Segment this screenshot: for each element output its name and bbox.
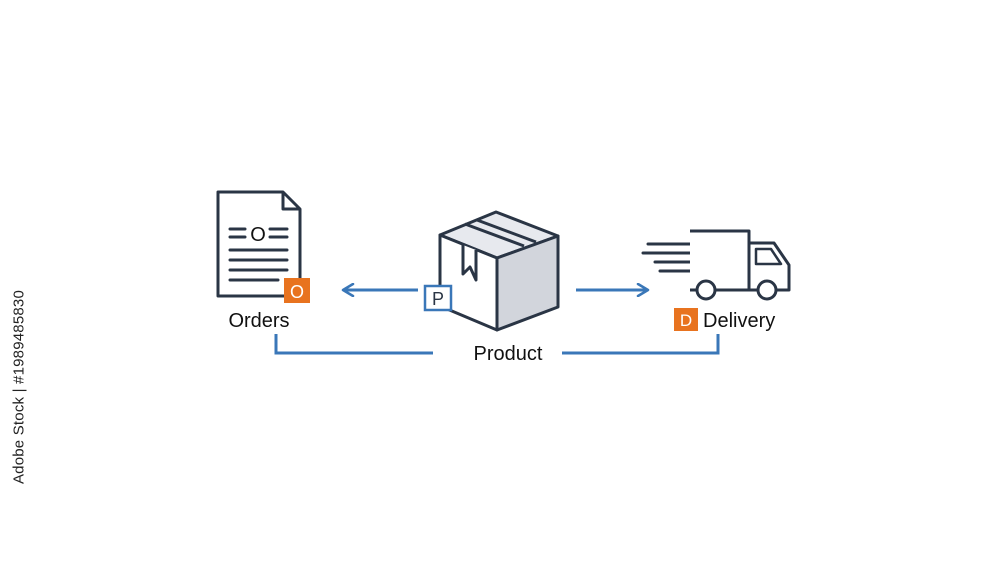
product-label: Product	[474, 343, 543, 365]
orders-label: Orders	[228, 310, 289, 332]
delivery-label: Delivery	[703, 310, 775, 332]
document-icon	[216, 190, 302, 298]
orders-badge-letter: O	[290, 282, 304, 302]
stock-watermark: Adobe Stock | #1989485830	[4, 290, 34, 484]
bracket-right	[562, 334, 720, 355]
delivery-badge-letter: D	[680, 311, 692, 330]
product-badge-letter: P	[432, 289, 444, 309]
truck-icon	[641, 229, 791, 301]
box-icon	[438, 210, 560, 332]
bracket-left	[274, 334, 433, 355]
watermark-text: Adobe Stock | #1989485830	[10, 289, 28, 485]
product-badge: P	[423, 284, 453, 312]
document-letter: O	[250, 224, 266, 246]
delivery-badge: D	[674, 308, 698, 331]
orders-badge: O	[284, 278, 310, 303]
